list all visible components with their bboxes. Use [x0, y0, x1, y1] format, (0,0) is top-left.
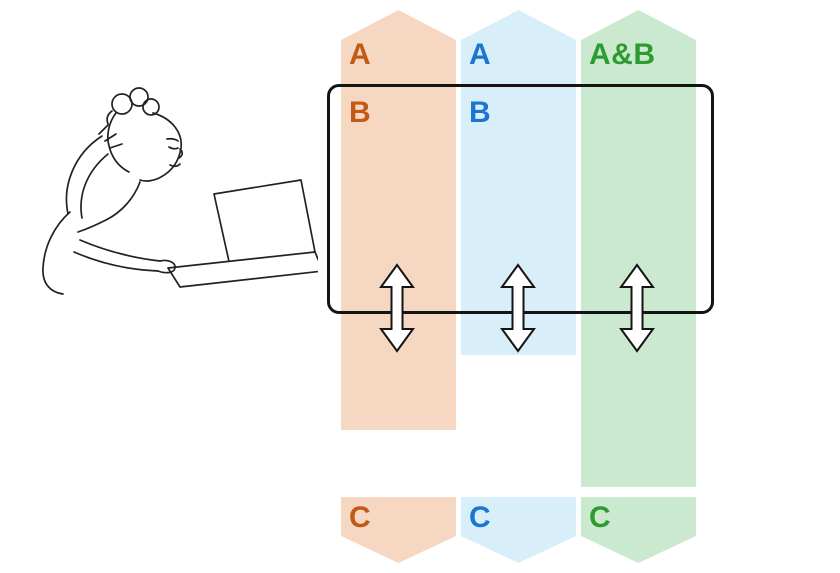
right-column-top-label: A&B [589, 38, 656, 71]
left-column-bottom-band: C [341, 497, 456, 563]
person-at-laptop-sketch [42, 87, 324, 295]
up-down-arrow-icon [379, 263, 415, 353]
person-illustration [18, 84, 324, 299]
middle-column-top-label: A [469, 38, 492, 71]
right-column-bottom-label: C [589, 501, 612, 534]
left-column-box-label: B [349, 96, 372, 129]
left-column-top-label: A [349, 38, 372, 71]
middle-column-bottom-label: C [469, 501, 492, 534]
middle-column-box-label: B [469, 96, 492, 129]
left-column-bottom-label: C [349, 501, 372, 534]
up-down-arrow-icon [619, 263, 655, 353]
middle-column-bottom-band: C [461, 497, 576, 563]
right-column-band: A&B [581, 10, 696, 487]
left-column-band: A B [341, 10, 456, 430]
right-column-bottom-band: C [581, 497, 696, 563]
up-down-arrow-icon [500, 263, 536, 353]
